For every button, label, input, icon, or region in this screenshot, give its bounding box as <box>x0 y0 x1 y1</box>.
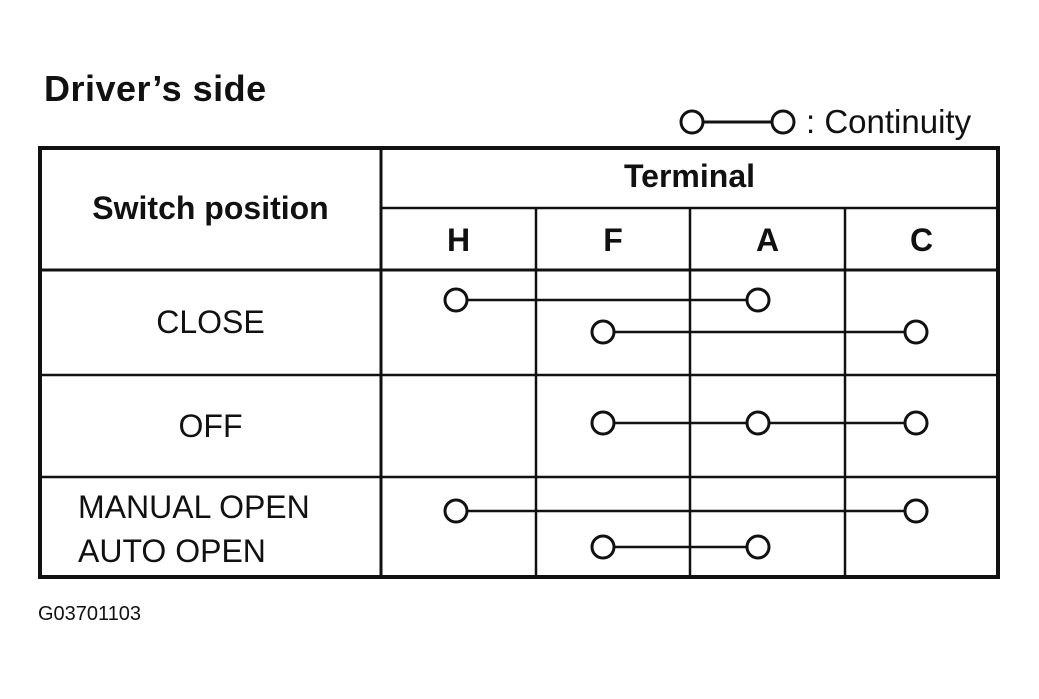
terminal-c-node <box>903 319 929 345</box>
terminal-a-node <box>745 534 771 560</box>
terminal-c-label: C <box>909 222 934 258</box>
terminal-h-node <box>443 287 469 313</box>
terminal-c-node <box>903 410 929 436</box>
figure-code: G03701103 <box>38 603 142 625</box>
terminal-c-node <box>903 498 929 524</box>
row-label-auto-open: AUTO OPEN <box>78 533 266 569</box>
row-label-off: OFF <box>178 408 243 444</box>
terminal-header: Terminal <box>624 158 755 194</box>
terminal-f-node <box>590 319 616 345</box>
terminal-h-label: H <box>446 222 471 258</box>
row-label-manual-open: MANUAL OPEN <box>78 489 310 525</box>
terminal-f-node <box>590 534 616 560</box>
terminal-h-node <box>443 498 469 524</box>
table-grid <box>38 146 1000 579</box>
switch-position-header: Switch position <box>92 190 329 226</box>
terminal-a-node <box>745 287 771 313</box>
terminal-f-label: F <box>603 222 623 258</box>
continuity-symbol-icon <box>679 109 796 135</box>
continuity-table: Switch position Terminal H F A C CLOSE O… <box>38 146 1000 579</box>
terminal-a-label: A <box>755 222 780 258</box>
terminal-f-node <box>590 410 616 436</box>
terminal-a-node <box>745 410 771 436</box>
row-label-close: CLOSE <box>156 304 265 340</box>
diagram-title: Driver’s side <box>44 68 267 109</box>
continuity-legend: : Continuity <box>676 102 971 142</box>
legend-label: : Continuity <box>806 103 972 140</box>
